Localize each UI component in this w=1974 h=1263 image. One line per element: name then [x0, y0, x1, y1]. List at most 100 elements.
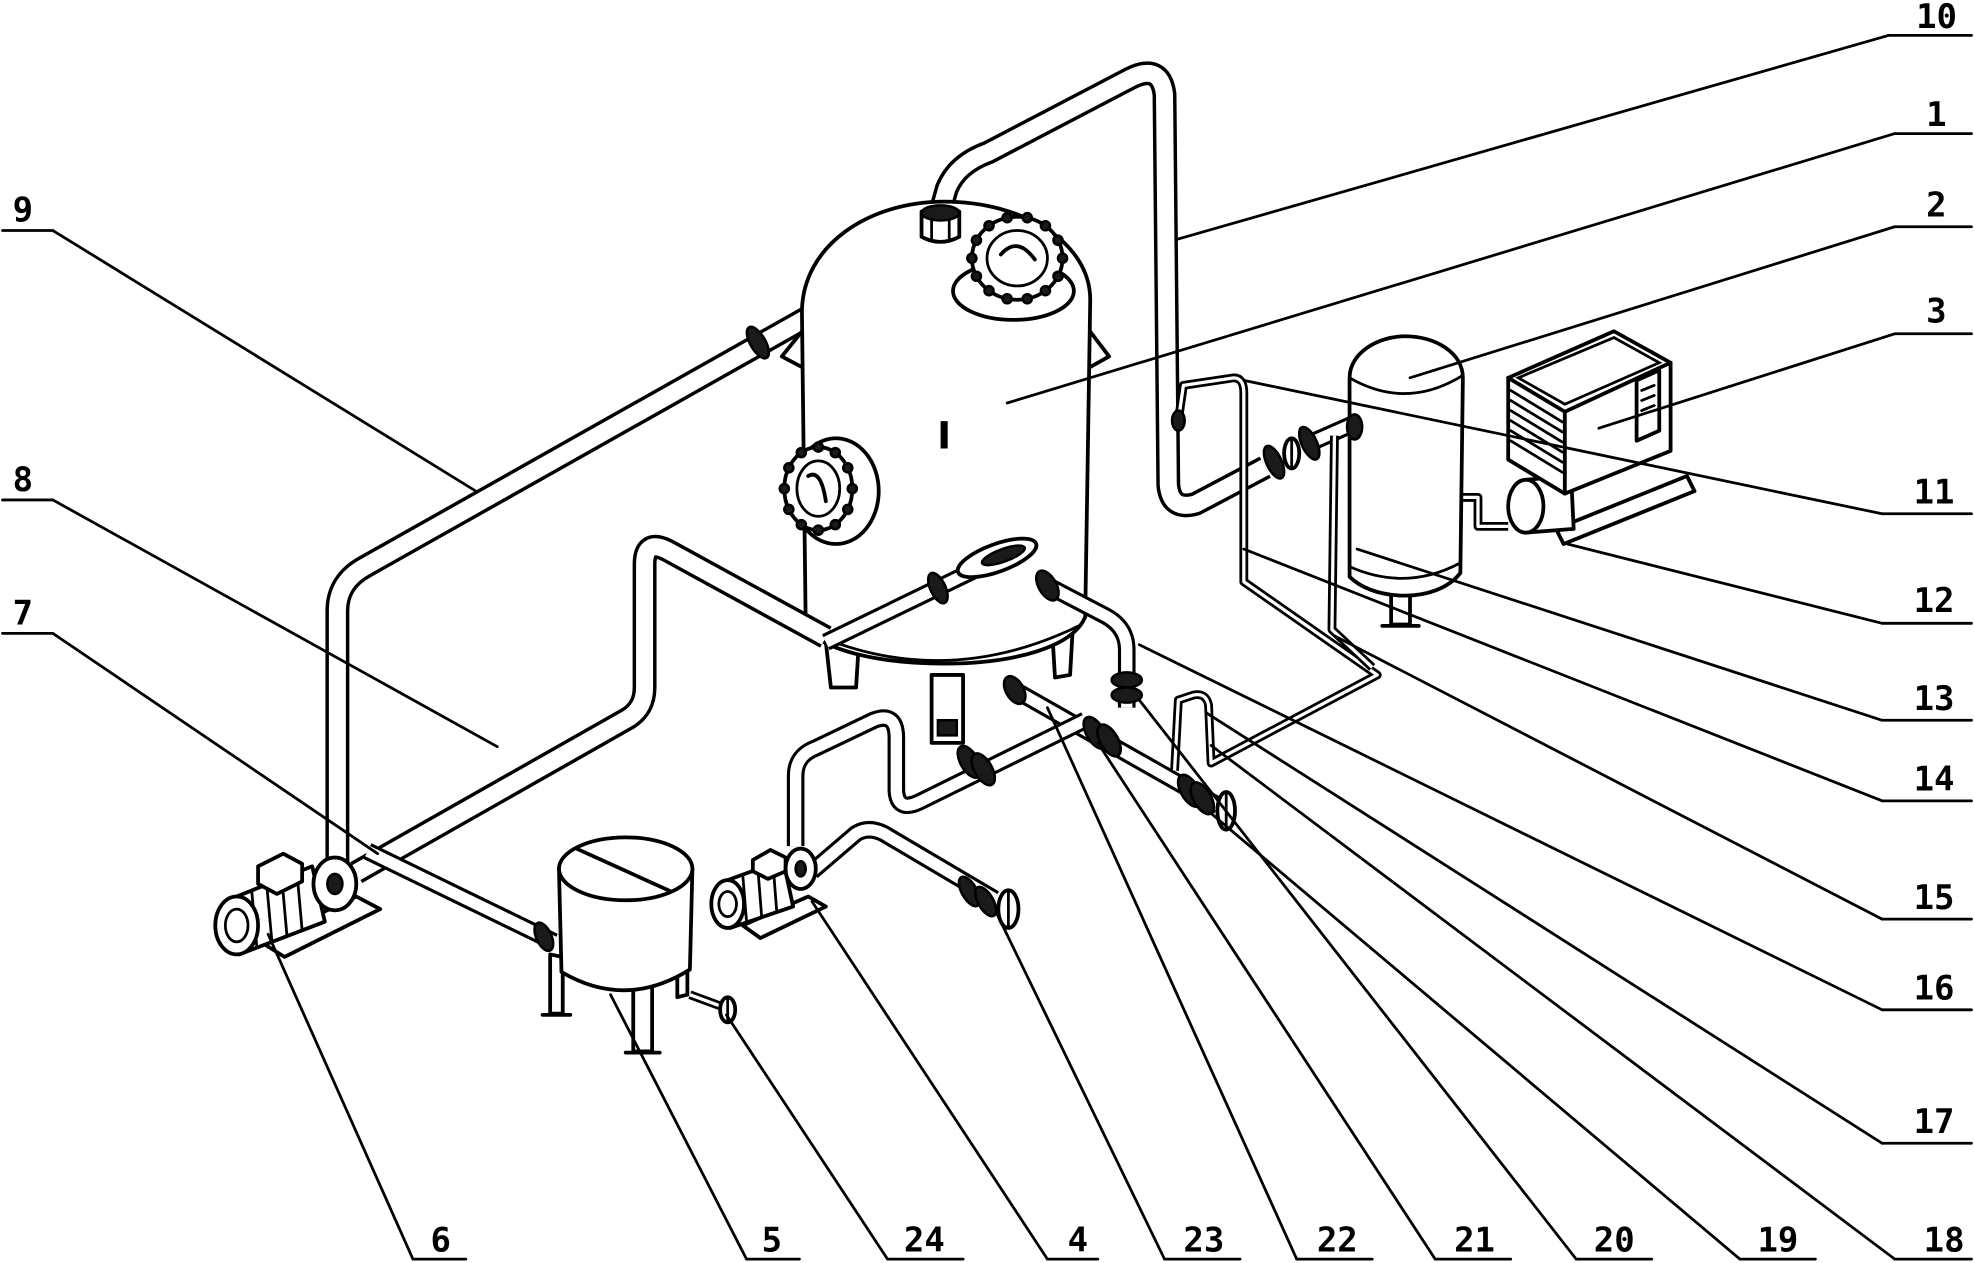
- callout-23-label: 23: [1183, 1221, 1224, 1261]
- pipe-flange: [1262, 444, 1286, 480]
- callout-3-leader: [1597, 332, 1897, 430]
- pump-6: [213, 851, 383, 959]
- top-manhole-bolt: [1021, 292, 1034, 305]
- side-manhole-handle: [806, 472, 828, 504]
- manhole-bolts: [778, 211, 1069, 536]
- pump-6-motor-end-ring: [223, 907, 250, 944]
- top-manhole-bolt: [1052, 270, 1064, 283]
- air-line-drop-bore: [1330, 435, 1374, 669]
- callout-17-leader: [1204, 711, 1884, 1145]
- compressor-base-rail: [1554, 474, 1697, 546]
- compressor-top-rim: [1515, 336, 1663, 406]
- side-manhole-bolt: [795, 446, 808, 459]
- top-manhole-bolt: [983, 284, 995, 297]
- pipe-flange: [974, 885, 998, 918]
- callout-16-label: 16: [1914, 969, 1955, 1009]
- pump-4-casing-hub: [794, 859, 807, 878]
- pipe-9-line-bore: [328, 307, 817, 869]
- callout-17-label: 17: [1914, 1102, 1955, 1142]
- callout-11-leader: [1242, 378, 1884, 516]
- receiver-bottom-seam: [1348, 561, 1462, 580]
- air-line-main-bore: [1172, 376, 1379, 771]
- pipe-flange: [533, 921, 555, 953]
- pipe-8-line-bore: [352, 538, 830, 880]
- callout-8-label: 8: [13, 460, 33, 500]
- pump-6-terminal-box: [256, 851, 305, 896]
- pipe-flange: [1345, 413, 1364, 441]
- compressor-grille: [1509, 389, 1564, 474]
- callout-22-label: 22: [1317, 1221, 1358, 1261]
- callout-19-label: 19: [1757, 1221, 1798, 1261]
- callout-23-leader: [995, 912, 1166, 1261]
- pipe-9: [325, 304, 818, 869]
- callout-9-label: 9: [13, 191, 33, 231]
- callout-16-leader: [1137, 643, 1884, 1012]
- small-tank-shell: [557, 866, 695, 993]
- pump-4-motor-end-ring: [717, 890, 738, 919]
- top-manhole-handle: [998, 244, 1037, 262]
- side-manhole-bolt: [829, 518, 842, 531]
- callout-21-label: 21: [1454, 1221, 1495, 1261]
- pump-4: [709, 846, 828, 940]
- air-lines: [1170, 373, 1509, 771]
- callout-13-leader: [1355, 547, 1884, 722]
- side-manhole-bolt: [783, 462, 795, 474]
- compressor-control-panel: [1634, 368, 1662, 443]
- top-manhole-bolt: [983, 219, 995, 232]
- receiver-top-seam: [1348, 373, 1465, 395]
- top-manhole-bolt: [1039, 284, 1052, 297]
- main-vessel: I: [779, 199, 1112, 745]
- callout-24-leader: [725, 1013, 889, 1261]
- callout-14-leader: [1242, 547, 1884, 803]
- side-outlet-pipe-bore: [1044, 580, 1133, 708]
- callout-19-leader: [1209, 812, 1742, 1261]
- compressor-tank-end: [1506, 477, 1546, 535]
- callout-4-leader: [810, 900, 1049, 1261]
- callout-9-leader: [51, 229, 478, 493]
- callout-15-leader: [1333, 634, 1884, 921]
- air-receiver-tank: [1347, 334, 1465, 628]
- callout-5-label: 5: [762, 1221, 782, 1261]
- side-manhole-bolt: [783, 503, 795, 516]
- top-nozzle-hex: [930, 219, 951, 241]
- compressor-panel-lines: [1640, 383, 1656, 412]
- valves-and-flanges: [533, 325, 1364, 1025]
- callout-20-label: 20: [1594, 1221, 1635, 1261]
- pipe-flange: [1297, 425, 1321, 461]
- pipe-flange: [1170, 409, 1186, 432]
- callout-21-leader: [1096, 741, 1437, 1261]
- callout-12-label: 12: [1914, 581, 1955, 621]
- compressor-link-line: [1460, 493, 1509, 531]
- side-manhole-inner-ring: [795, 459, 842, 518]
- vessel-lug-right: [1087, 328, 1112, 370]
- pipe-7-line-bore: [365, 846, 557, 947]
- callout-15-label: 15: [1914, 878, 1955, 918]
- callout-6-label: 6: [431, 1221, 451, 1261]
- pump-4-motor-end: [709, 878, 746, 930]
- callout-7-label: 7: [13, 594, 33, 634]
- callout-2-leader: [1408, 225, 1897, 380]
- callout-18-leader: [1209, 744, 1897, 1261]
- small-tank: [540, 835, 695, 1055]
- callout-22-leader: [1046, 706, 1299, 1261]
- callout-18-label: 18: [1924, 1221, 1965, 1261]
- top-manhole-bolt: [1056, 252, 1069, 265]
- small-tank-outlet-pipe-bore: [689, 993, 725, 1009]
- vessel-bottom-outlet-block: [936, 718, 959, 737]
- pipe-10-line-bore: [932, 64, 1270, 514]
- side-manhole-bolt: [841, 462, 854, 474]
- top-manhole-bolt: [1001, 211, 1013, 224]
- side-manhole-bolt: [812, 524, 825, 536]
- inlet-distributor: [822, 536, 1039, 651]
- pipe-flange: [926, 571, 949, 605]
- inlet-distributor-opening: [980, 544, 1027, 567]
- side-manhole-bolt: [795, 518, 808, 531]
- top-nozzle-flange: [920, 204, 961, 222]
- side-manhole-bolt: [846, 482, 859, 495]
- callout-11-label: 11: [1914, 473, 1955, 513]
- callout-1-leader: [1005, 132, 1897, 405]
- callout-6-leader: [266, 932, 415, 1261]
- compressor-link-line-bore: [1460, 495, 1509, 529]
